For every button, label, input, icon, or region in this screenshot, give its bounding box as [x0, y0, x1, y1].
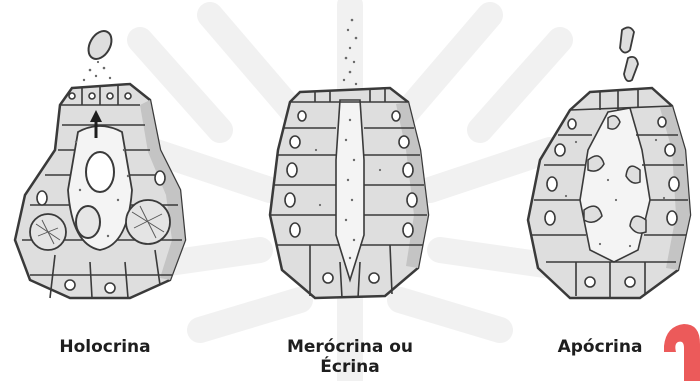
apocrine-label: Apócrina [545, 337, 655, 357]
holocrine-gland-illustration [0, 0, 230, 330]
corner-logo-icon [660, 318, 700, 381]
merocrine-panel [240, 0, 460, 381]
apocrine-gland-illustration [480, 0, 700, 330]
merocrine-label-line1: Merócrina ou [265, 337, 435, 357]
holocrine-label: Holocrina [35, 337, 175, 357]
merocrine-gland-illustration [240, 0, 460, 330]
merocrine-label-line2: Écrina [265, 357, 435, 377]
holocrine-panel [0, 0, 230, 381]
merocrine-label: Merócrina ou Écrina [265, 337, 435, 377]
